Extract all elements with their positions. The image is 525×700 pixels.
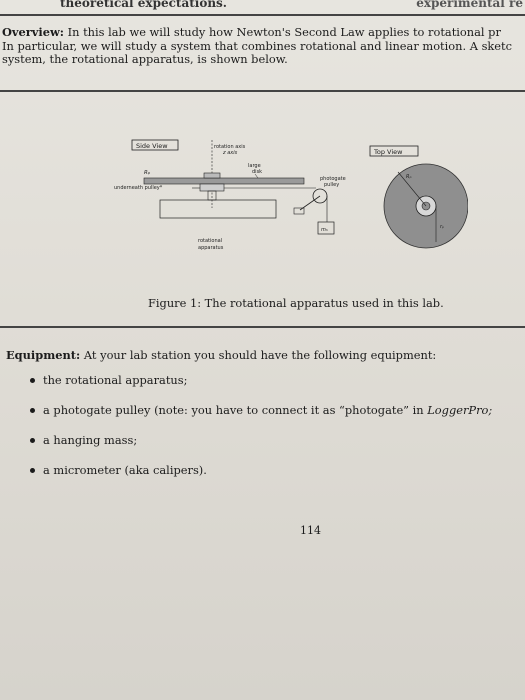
large-disk-label: large [248,163,261,169]
list-item-text: the rotational apparatus; [43,373,188,387]
equipment-list: the rotational apparatus; a photogate pu… [30,373,492,493]
figure-rotational-apparatus: Side View rotation axis z axis large dis… [108,138,469,278]
large-disk [143,177,305,185]
overview-rule [0,90,525,92]
figure-rule [0,326,525,328]
underneath-pulley-label: underneath pulley* [114,185,163,191]
top-view-radius-line [397,171,427,207]
header-fragment-right: experimental re [416,0,523,10]
rotational-label: rotational [198,238,222,244]
apparatus-base [159,199,277,219]
pulley-label: pulley [324,182,339,188]
header-fragment-left: theoretical expectations. [60,0,227,10]
list-item-italic: LoggerPro; [427,403,493,417]
bullet-icon [30,468,35,473]
list-item-text: a micrometer (aka calipers). [43,463,207,477]
hanging-mass [317,221,335,235]
list-item: a photogate pulley (note: you have to co… [30,403,492,433]
list-item-text: a photogate pulley (note: you have to co… [43,403,428,417]
underneath-pulley [199,183,225,192]
overview-line-3: system, the rotational apparatus, is sho… [2,52,288,66]
overview-paragraph: Overview: In this lab we will study how … [2,25,525,67]
list-item: a micrometer (aka calipers). [30,463,492,493]
top-rule [0,14,525,16]
page-number: 114 [300,524,321,537]
side-view-label: Side View [136,142,168,150]
apparatus-post [207,190,217,201]
photogate-label: photogate [320,176,346,182]
overview-line-1: Overview: In this lab we will study how … [2,25,525,40]
top-radius-label: Rₚ [406,174,412,180]
overview-line-1-text: In this lab we will study how Newton's S… [67,25,501,39]
disk-hub [203,172,221,179]
equipment-heading: Equipment: At your lab station you shoul… [6,348,436,362]
bullet-icon [30,408,35,413]
top-radius-label-2: rₚ [440,224,444,230]
figure-caption: Figure 1: The rotational apparatus used … [148,296,444,310]
list-item: a hanging mass; [30,433,492,463]
rotation-axis-label: rotation axis [214,144,246,150]
overview-line-2: In particular, we will study a system th… [2,38,513,53]
bullet-icon [30,438,35,443]
large-disk-label-2: disk [252,169,262,175]
large-disk-pointer [254,173,259,179]
equipment-label: Equipment: [6,348,81,362]
z-axis-label: z axis [222,150,238,156]
bullet-icon [30,378,35,383]
figure-svg: Side View rotation axis z axis large dis… [114,139,469,251]
list-item: the rotational apparatus; [30,373,492,403]
side-view-box [131,139,179,151]
equipment-intro: At your lab station you should have the … [83,348,437,362]
rp-label: Rₚ [144,170,151,176]
overview-label: Overview: [2,25,64,39]
list-item-text: a hanging mass; [43,433,138,447]
top-view-box [369,145,419,157]
mass-label: mₕ [321,227,328,233]
top-view-label: Top View [373,148,403,156]
apparatus-label: apparatus [198,245,224,251]
pulley-clamp [293,207,305,215]
pulley-arm [299,195,321,211]
